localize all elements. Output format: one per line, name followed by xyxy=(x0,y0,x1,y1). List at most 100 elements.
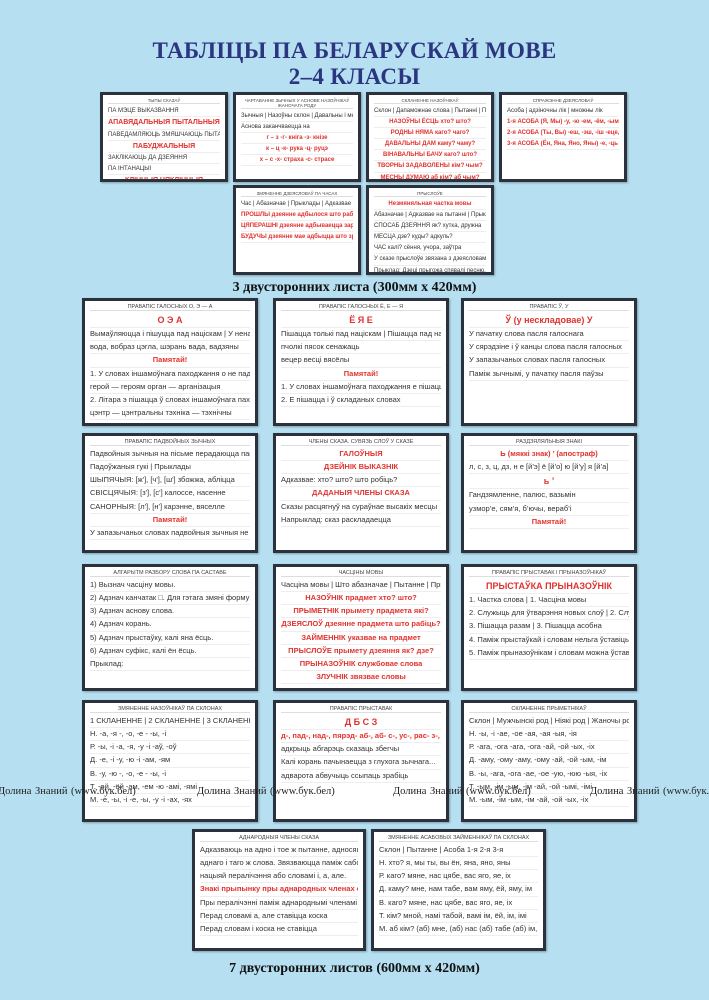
card-line: ПРЫНАЗОЎНІК службовае слова xyxy=(281,658,441,671)
card-line: 1-я АСОБА (Я, Мы) -у, -ю -ем, -ём, -ым, … xyxy=(507,117,619,129)
table-poster-card: Змяненне дзеясловаў па часахЧас | Абазна… xyxy=(233,185,361,275)
page-subtitle: 2–4 КЛАСЫ xyxy=(288,64,421,89)
card-line: В. -ы, -ага, -ога -ае, -ое -ую, -юю -ыя,… xyxy=(469,768,629,781)
card-line: ТВОРНЫ ЗАДАВОЛЕНЫ кім? чым? xyxy=(374,161,486,173)
card-line: НАЗОЎНЫ ЁСЦЬ хто? што? xyxy=(374,117,486,129)
card-line: 6) Адзнач суфікс, калі ён ёсць. xyxy=(90,645,250,658)
card-line: ПА МЭЦЕ ВЫКАЗВАННЯ xyxy=(108,106,220,118)
card-line: Т. -ым, -ім -ым, -ім -ай, -ой -ымі, -імі xyxy=(469,781,629,794)
card-line: Вымаўляюцца і пішуцца пад націскам | У н… xyxy=(90,328,250,342)
card-line: Н. -ы, -і -ае, -ое -ая, -ая -ыя, -ія xyxy=(469,728,629,742)
page-title: ТАБЛІЦЫ ПА БЕЛАРУСКАЙ МОВЕ xyxy=(152,38,557,63)
card-line: адварота абвучыць ссыпаць зрабіць xyxy=(281,770,441,783)
card-line: ПАВЕДАМЛЯЮЦЬ ЗМЯШЧАЮЦЬ ПЫТАННЕ xyxy=(108,130,220,141)
card-title: Змяненне дзеясловаў па часах xyxy=(241,191,353,197)
card-line: Знакі прыпынку пры аднародных членах ска… xyxy=(200,883,358,897)
card-line: О Э А xyxy=(90,313,250,329)
card-line: 1. У словах іншамоўнага паходжання о не … xyxy=(90,368,250,381)
card-line: 3) Адзнач аснову слова. xyxy=(90,605,250,619)
card-line: вецер весці вясёлы xyxy=(281,354,441,368)
card-line: 1. Частка слова | 1. Часціна мовы xyxy=(469,594,629,608)
card-title: Змяненне асабовых займеннікаў па склонах xyxy=(379,835,538,842)
card-line: х – с -х- страха -с- страсе xyxy=(241,155,353,167)
card-line: 3-я АСОБА (Ён, Яна, Яно, Яны) -е, -ць -у… xyxy=(507,139,619,151)
card-line: д-, пад-, над-, пярэд- аб-, аб- с-, ус-,… xyxy=(281,730,441,744)
card-line: 2) Адзнач канчатак □. Для гэтага змяні ф… xyxy=(90,592,250,606)
card-line: 1. У словах іншамоўнага паходжання е піш… xyxy=(281,381,441,394)
card-line: ПРОШЛЫ дзеянне адбылося што рабіў? xyxy=(241,210,353,222)
card-title: Аднародныя члены сказа xyxy=(200,835,358,842)
table-poster-card: Часціны мовыЧасціна мовы | Што абазначае… xyxy=(273,564,449,691)
card-line: Склон | Пытанне | Асоба 1-я 2-я 3-я xyxy=(379,844,538,858)
card-line: 2. Літара э пішацца ў словах іншамоўнага… xyxy=(90,394,250,407)
card-line: пчолкі пясок сенажаць xyxy=(281,341,441,355)
card-title: Правапіс Ў, У xyxy=(469,304,629,311)
card-line: Адказваюць на адно і тое ж пытанне, адно… xyxy=(200,844,358,858)
card-line: 2-я АСОБА (Ты, Вы) -еш, -эш, -іш -еце, -… xyxy=(507,128,619,140)
card-line: КЛІЧНЫЯ НЯКЛІЧНЫЯ xyxy=(108,175,220,179)
table-poster-card: Правапіс прыставак і прыназоўнікаўПРЫСТА… xyxy=(461,564,637,691)
card-line: Д Б С З xyxy=(281,715,441,731)
card-line: ЗЛУЧНІК звязвае словы xyxy=(281,671,441,684)
table-poster-card: Правапіс падвойных зычныхПадвойныя зычны… xyxy=(82,433,258,553)
card-title: Скланенне назоўнікаў xyxy=(374,98,486,104)
card-line: Д. каму? мне, нам табе, вам яму, ёй, яму… xyxy=(379,883,538,897)
card-line: ДАВАЛЬНЫ ДАМ каму? чаму? xyxy=(374,139,486,151)
watermark-text: Долина Знаний (www.бук.бел) xyxy=(590,786,709,797)
card-title: Алгарытм разбору слова па саставе xyxy=(90,570,250,577)
table-poster-card: Чаргаванне зычных у аснове назоўнікаў жа… xyxy=(233,92,361,182)
card-line: Т. -ой, -ёй -ам, -ем -ю -амі, -ямі xyxy=(90,781,250,794)
card-line: АПАВЯДАЛЬНЫЯ ПЫТАЛЬНЫЯ xyxy=(108,117,220,130)
card-line: Ў (у нескладовае) У xyxy=(469,313,629,329)
card-line: герой — героям орган — арганізацыя xyxy=(90,381,250,394)
card-line: Пры пералічэнні паміж аднароднымі членам… xyxy=(200,897,358,910)
card-line: Часціна мовы | Што абазначае | Пытанне |… xyxy=(281,579,441,593)
card-line: Т. кім? мной, намі табой, вамі ім, ёй, і… xyxy=(379,910,538,923)
card-line: ЗАЙМЕННІК указвае на прадмет xyxy=(281,632,441,645)
table-poster-card: Правапіс прыставак Д Б С Зд-, пад-, над-,… xyxy=(273,700,449,822)
card-line: ЧАС калі? сёння, учора, заўтра xyxy=(374,243,486,255)
card-line: ДАДАНЫЯ ЧЛЕНЫ СКАЗА xyxy=(281,487,441,501)
card-line: Адказвае: хто? што? што робіць? xyxy=(281,474,441,488)
card-line: аднаго і таго ж слова. Звязваюцца паміж … xyxy=(200,857,358,871)
card-title: Правапіс прыставак xyxy=(281,706,441,713)
card-line: М. аб кім? (аб) мне, (аб) нас (аб) табе … xyxy=(379,923,538,936)
table-poster-card: Спражэнне дзеясловаўАсоба | адзіночны лі… xyxy=(499,92,627,182)
card-line: МЕСНЫ ДУМАЮ аб кім? аб чым? xyxy=(374,173,486,179)
card-line: МЕСЦА дзе? куды? адкуль? xyxy=(374,232,486,244)
card-line: НАЗОЎНІК прадмет хто? што? xyxy=(281,592,441,606)
card-line: Д. -е, -і -у, -ю -і -ам, -ям xyxy=(90,754,250,768)
card-title: Правапіс галосных О, Э — А xyxy=(90,304,250,311)
table-poster-card: Скланенне назоўнікаўСклон | Дапаможнае с… xyxy=(366,92,494,182)
table-poster-card: Правапіс Ў, УЎ (у нескладовае) УУ пачатк… xyxy=(461,298,637,426)
card-line: ЗАКЛІКАЮЦЬ ДА ДЗЕЯННЯ xyxy=(108,153,220,165)
table-poster-card: Члены сказа. Сувязь слоў у сказеГАЛОЎНЫЯ… xyxy=(273,433,449,553)
card-line: Ё Я Е xyxy=(281,313,441,329)
card-line: САНОРНЫЯ: [л'], [н'] карэнне, вяселле xyxy=(90,501,250,514)
card-line: 3. Пішацца разам | 3. Пішацца асобна xyxy=(469,620,629,634)
card-line: Прыклад: xyxy=(90,658,250,671)
card-line: нацыяй пералічэння або словамі і, а, але… xyxy=(200,870,358,884)
card-line: ПРЫСЛОЎЕ прымету дзеяння як? дзе? xyxy=(281,645,441,658)
card-line: ВІНАВАЛЬНЫ БАЧУ каго? што? xyxy=(374,150,486,162)
card-line: Прыклад: Дзеці прыгожа спявалі песню. xyxy=(374,266,486,272)
card-line: Н. -а, -я -, -о, -е - -ы, -і xyxy=(90,728,250,742)
table-poster-card: Правапіс галосных О, Э — А О Э АВымаўляюц… xyxy=(82,298,258,426)
card-line: ПРЫСТАЎКА ПРЫНАЗОЎНІК xyxy=(469,579,629,595)
card-line: 4) Адзнач корань. xyxy=(90,618,250,632)
card-line: Аснова заканчваецца на xyxy=(241,122,353,134)
table-poster-card: Змяненне назоўнікаў па склонах1 СКЛАНЕНН… xyxy=(82,700,258,822)
card-line: СПОСАБ ДЗЕЯННЯ як? хутка, дружна xyxy=(374,221,486,233)
card-title: Прыслоўе xyxy=(374,191,486,197)
card-line: БУДУЧЫ дзеянне мае адбыцца што зробіць? xyxy=(241,232,353,244)
card-line: 5) Адзнач прыстаўку, калі яна ёсць. xyxy=(90,632,250,645)
table-poster-card: Аднародныя члены сказаАдказваюць на адно… xyxy=(192,829,366,951)
card-line: Перад словам і коска не ставіцца xyxy=(200,923,358,936)
watermark-text: Долина Знаний (www.бук.бел) xyxy=(393,786,531,797)
card-line: Памятай! xyxy=(281,368,441,381)
card-line: Р. -ага, -ога -ага, -ога -ай, -ой -ых, -… xyxy=(469,741,629,755)
card-line: 2. Служыць для ўтварэння новых слоў | 2.… xyxy=(469,607,629,621)
card-line: ПРЫМЕТНІК прымету прадмета які? xyxy=(281,605,441,619)
card-line: ПАБУДЖАЛЬНЫЯ xyxy=(108,141,220,154)
card-line: 4. Паміж прыстаўкай і словам нельга ўста… xyxy=(469,634,629,647)
